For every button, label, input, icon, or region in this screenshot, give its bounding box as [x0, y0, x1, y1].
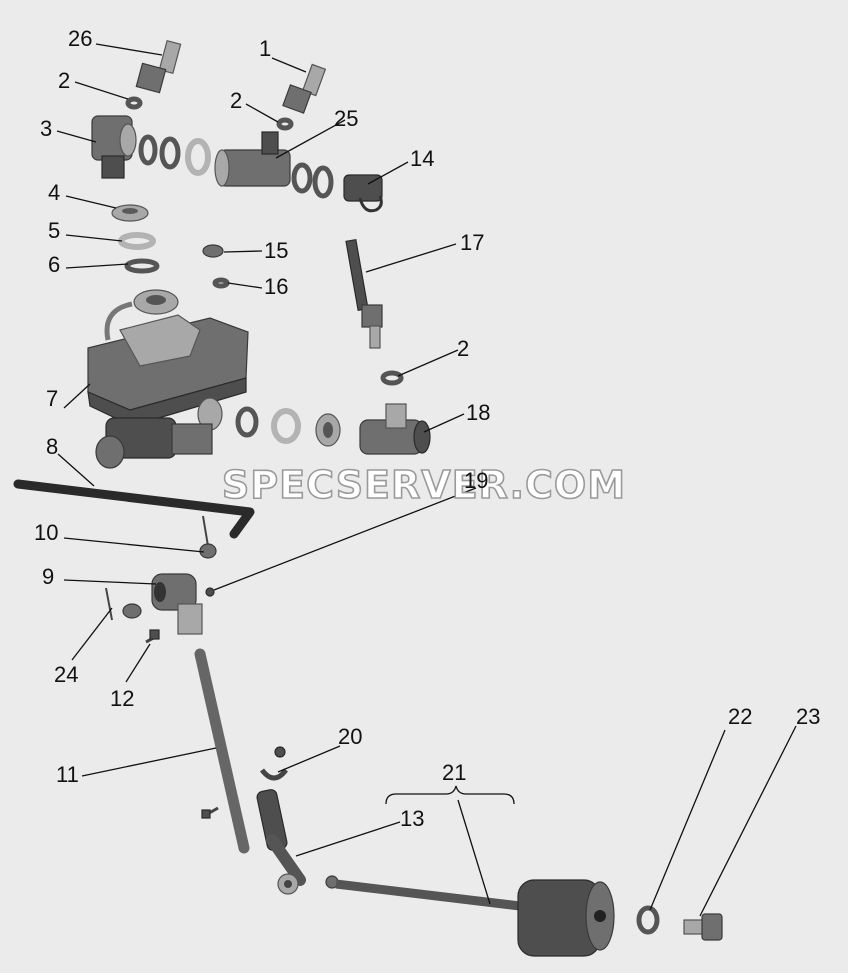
label-part-6: 6 [48, 252, 60, 277]
part-5-washer [118, 232, 156, 250]
part-14-connector [343, 174, 383, 213]
part-ring-e [312, 165, 334, 199]
label-part-2-c: 2 [457, 336, 469, 361]
part-24-pin [105, 587, 113, 621]
label-part-15: 15 [264, 238, 288, 263]
watermark-text: SPECSERVER.COM [222, 463, 626, 507]
label-part-1: 1 [259, 36, 271, 61]
label-part-19: 19 [464, 468, 488, 493]
label-part-24: 24 [54, 662, 78, 687]
label-part-3: 3 [40, 116, 52, 141]
part-ring-b [159, 136, 181, 170]
part-2-washer-right [380, 370, 404, 386]
label-part-13: 13 [400, 806, 424, 831]
label-part-18: 18 [466, 400, 490, 425]
label-part-4: 4 [48, 180, 60, 205]
label-part-5: 5 [48, 218, 60, 243]
part-1-fitting [282, 63, 327, 114]
part-4-nut [111, 204, 149, 222]
part-26-fitting [135, 39, 182, 94]
part-11-rod [194, 648, 250, 854]
part-13-link [256, 789, 306, 895]
part-10-washer [199, 543, 217, 559]
part-20-clamp [260, 746, 288, 781]
label-part-17: 17 [460, 230, 484, 255]
part-7-valve [87, 289, 249, 469]
label-part-10: 10 [34, 520, 58, 545]
part-10-pin [202, 515, 209, 547]
part-9-lever [151, 573, 203, 635]
label-part-8: 8 [46, 434, 58, 459]
part-22-washer [636, 905, 660, 935]
label-part-11: 11 [56, 762, 79, 787]
label-part-21: 21 [442, 760, 466, 785]
part-23-bolt [683, 913, 723, 941]
part-8-rod [13, 479, 255, 539]
label-part-2-a: 2 [58, 68, 70, 93]
label-part-25: 25 [334, 106, 358, 131]
part-17-pipe [345, 238, 383, 349]
part-ring-c [185, 138, 211, 176]
part-3-elbow [91, 115, 137, 179]
part-18-elbow [359, 403, 431, 455]
leader-lines [56, 43, 797, 917]
part-2-washer-top [276, 117, 294, 131]
label-part-7: 7 [46, 386, 58, 411]
label-part-26: 26 [68, 26, 92, 51]
part-ring-a [138, 134, 158, 166]
part-15-nut [202, 244, 224, 258]
label-part-20: 20 [338, 724, 362, 749]
part-nut-h [315, 413, 341, 447]
label-part-23: 23 [796, 704, 820, 729]
part-ring-f [235, 406, 259, 438]
part-washer-24 [122, 603, 142, 619]
part-19-ball [205, 587, 215, 597]
label-part-22: 22 [728, 704, 752, 729]
part-bolt-near-11 [201, 806, 219, 819]
part-12-bolt [145, 629, 160, 644]
label-part-2-b: 2 [230, 88, 242, 113]
part-labels: 26 2 3 1 2 25 14 4 5 6 15 16 17 2 7 18 8… [34, 26, 820, 831]
label-part-9: 9 [42, 564, 54, 589]
part-21-chamber [325, 875, 615, 957]
part-16-washer [212, 277, 230, 289]
label-part-12: 12 [110, 686, 134, 711]
part-6-washer [124, 258, 160, 274]
part-ring-d [291, 162, 313, 194]
part-2-washer-top-left [125, 96, 143, 110]
label-part-16: 16 [264, 274, 288, 299]
part-ring-g [271, 408, 301, 444]
label-part-14: 14 [410, 146, 434, 171]
part-25-tee [214, 131, 291, 187]
